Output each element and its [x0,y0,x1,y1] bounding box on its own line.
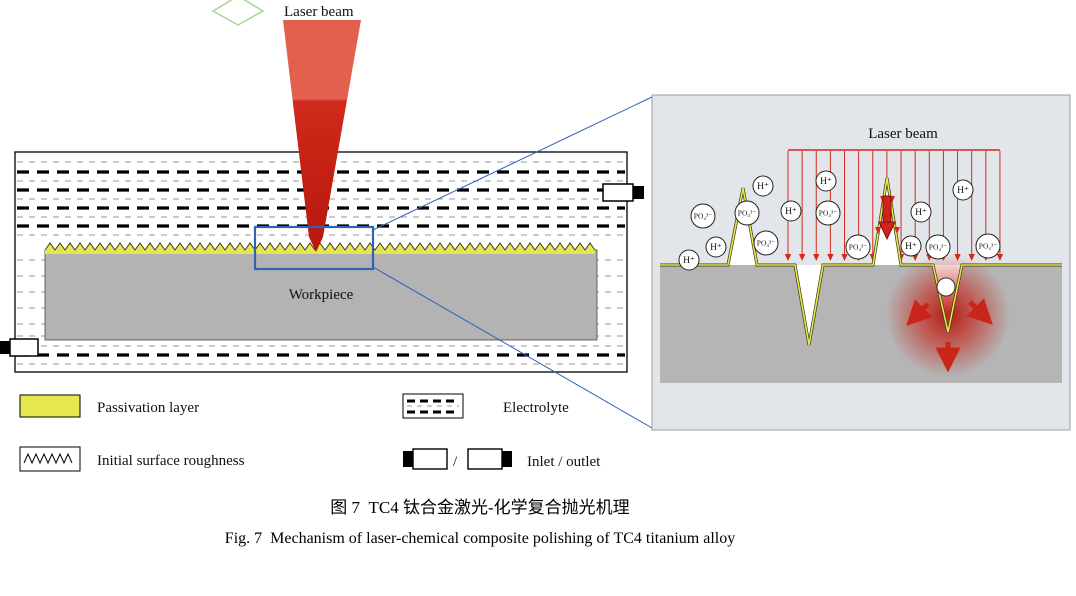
po4-ion: PO₄³⁻ [753,230,779,256]
h-ion: H⁺ [910,201,932,223]
roughness-zigzag-icon [23,452,73,465]
heat-flow-arrows [906,298,993,373]
caption-chinese: 图 7 TC4 钛合金激光-化学复合抛光机理 [330,498,630,517]
h-ion: H⁺ [705,236,727,258]
figure-captions: 图 7 TC4 钛合金激光-化学复合抛光机理 Fig. 7 Mechanism … [0,492,960,555]
h-ion: H⁺ [780,200,802,222]
legend: Passivation layer Initial surface roughn… [19,393,601,472]
zoom-connector-bottom [372,266,653,429]
zoom-connector-top [372,96,653,231]
electrolyte-swatch [402,393,464,419]
svg-text:PO₄³⁻: PO₄³⁻ [694,212,712,221]
h-ion: H⁺ [815,170,837,192]
bubble-icon [936,277,956,297]
svg-text:H⁺: H⁺ [915,208,927,218]
h-ion: H⁺ [678,249,700,271]
svg-text:H⁺: H⁺ [820,177,832,187]
legend-passivation-label: Passivation layer [97,400,199,416]
heat-glow [886,253,1010,377]
svg-text:PO₄³⁻: PO₄³⁻ [849,243,867,252]
surface-valley [795,265,823,345]
diagram-canvas: Workpiece Laser beam [0,0,1071,472]
passivation-layer [45,243,595,254]
svg-text:PO₄³⁻: PO₄³⁻ [929,243,947,252]
passivation-swatch [19,394,81,418]
svg-text:H⁺: H⁺ [957,186,969,196]
inset-panel: H⁺ H⁺ H⁺ PO₄³⁻ PO₄³⁻ H⁺ PO₄³⁻ H⁺ H⁺ PO₄³⁻ PO₄³⁻ H⁺ P… [651,94,1071,431]
po4-ion: PO₄³⁻ [734,200,760,226]
h-ion: H⁺ [752,175,774,197]
svg-text:PO₄³⁻: PO₄³⁻ [819,209,837,218]
svg-text:H⁺: H⁺ [683,256,695,266]
outlet-icon [467,448,512,470]
outlet-fixture [602,183,644,202]
po4-ion: PO₄³⁻ [690,203,716,229]
workpiece-label: Workpiece [289,287,354,303]
po4-ion: PO₄³⁻ [925,234,951,260]
legend-electrolyte-label: Electrolyte [503,400,569,416]
po4-ion: PO₄³⁻ [845,234,871,260]
surface-peak [728,188,757,265]
inlet-icon [403,448,448,470]
svg-text:PO₄³⁻: PO₄³⁻ [738,209,756,218]
h-ion: H⁺ [900,235,922,257]
legend-inlet-outlet-label: Inlet / outlet [527,454,601,470]
svg-text:PO₄³⁻: PO₄³⁻ [757,239,775,248]
svg-text:H⁺: H⁺ [785,207,797,217]
po4-ion: PO₄³⁻ [815,200,841,226]
inlet-fixture [0,338,39,357]
po4-ion: PO₄³⁻ [975,233,1001,259]
ion-group: H⁺ H⁺ H⁺ PO₄³⁻ PO₄³⁻ H⁺ PO₄³⁻ H⁺ H⁺ PO₄³⁻ PO₄³⁻ H⁺ P… [678,170,1001,271]
legend-roughness-label: Initial surface roughness [97,453,245,469]
h-ion: H⁺ [952,179,974,201]
zoom-region-box [253,225,375,271]
workpiece [44,249,598,341]
diamond-outline-icon [211,0,265,26]
laser-beam [283,20,361,252]
svg-text:H⁺: H⁺ [905,242,917,252]
svg-text:H⁺: H⁺ [757,182,769,192]
caption-english: Fig. 7 Mechanism of laser-chemical compo… [224,530,736,548]
legend-slash: / [453,454,458,470]
svg-text:PO₄³⁻: PO₄³⁻ [979,242,997,251]
laser-impact-arrow [878,195,896,241]
svg-text:H⁺: H⁺ [710,243,722,253]
laser-beam-label: Laser beam [284,4,354,20]
inset-laser-beam-label: Laser beam [868,126,938,142]
